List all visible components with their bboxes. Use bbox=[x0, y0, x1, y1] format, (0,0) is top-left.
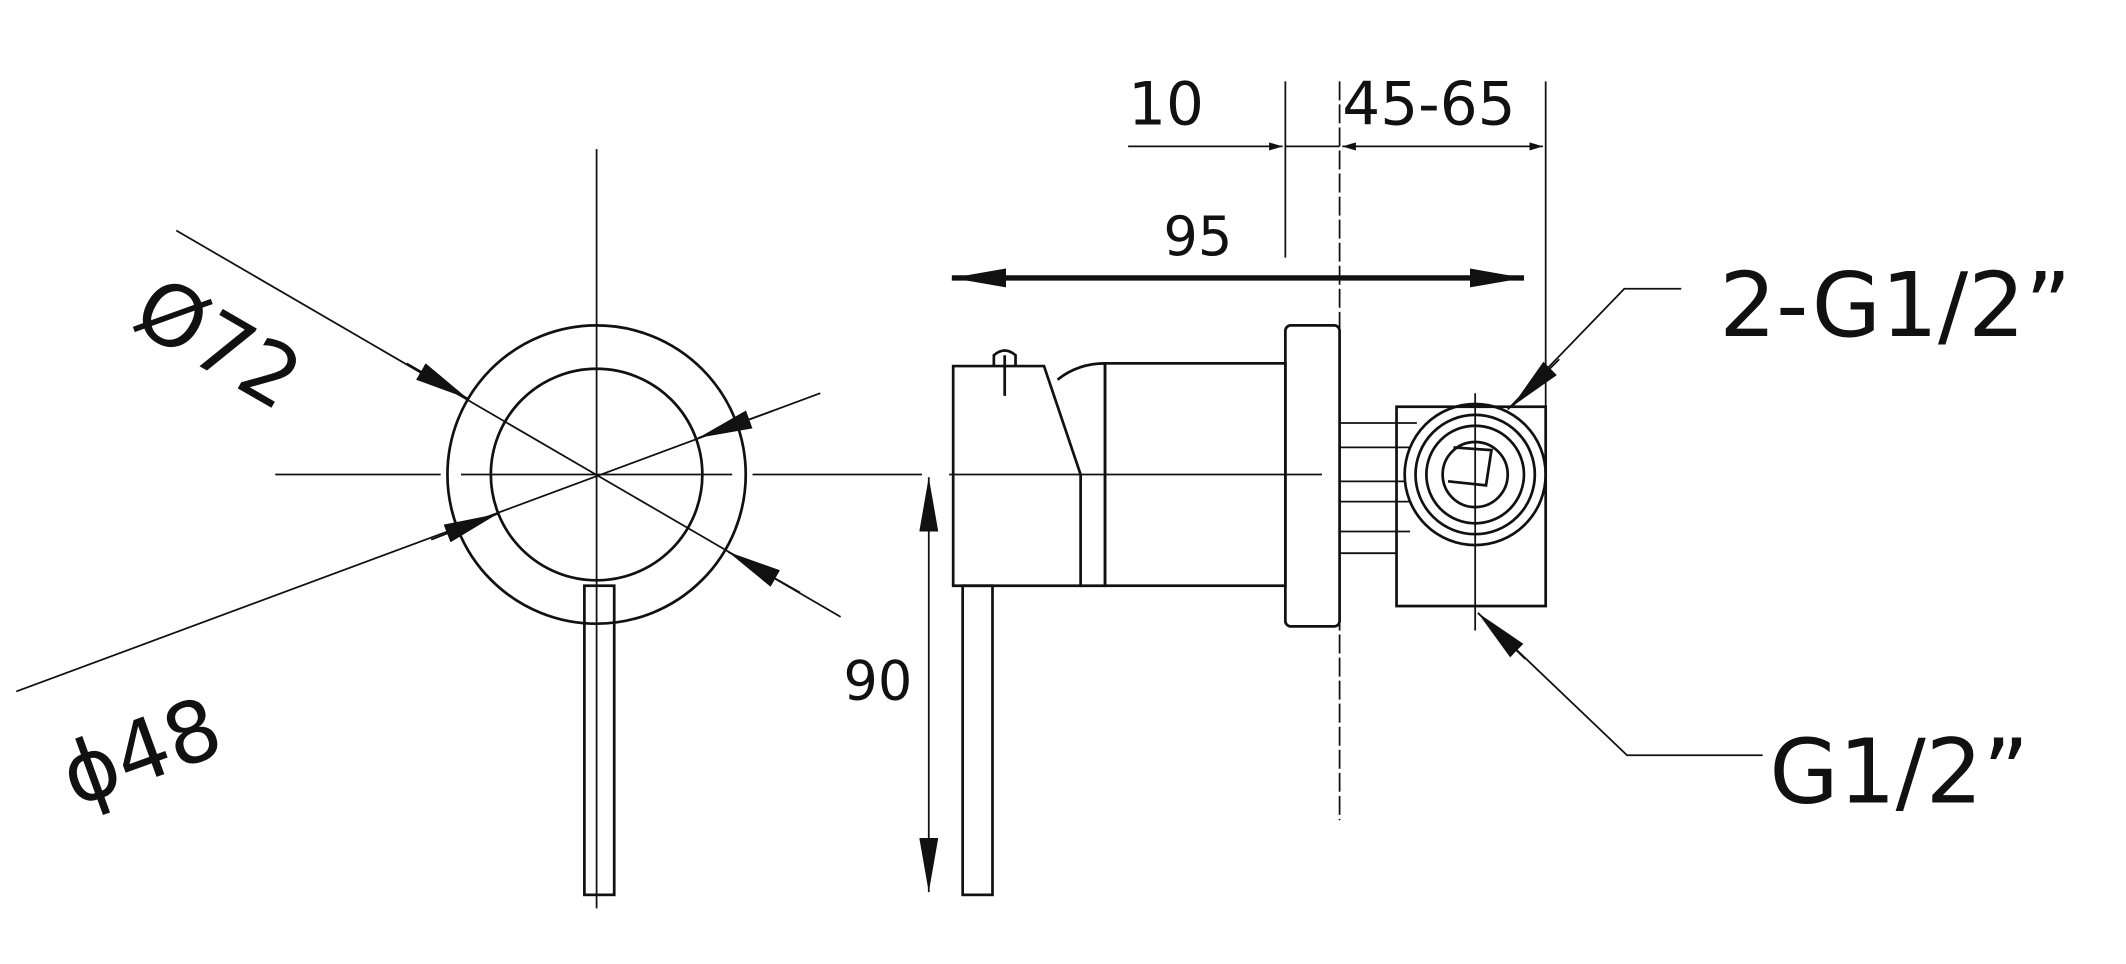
dim-72-arrow-b bbox=[727, 551, 801, 594]
cover-plate bbox=[1284, 324, 1341, 628]
dim-72-label: Ø72 bbox=[119, 258, 318, 429]
outlet-label: 2-G1/2” bbox=[1719, 254, 2071, 358]
inlet-leader bbox=[1477, 612, 1763, 757]
inner-handle-circle bbox=[489, 367, 704, 582]
handle-body bbox=[951, 364, 1082, 588]
cartridge-lines bbox=[1339, 422, 1417, 555]
dim-48-label: ϕ48 bbox=[48, 678, 234, 826]
outlet-leader bbox=[1507, 287, 1682, 411]
dim-95-label: 95 bbox=[1163, 205, 1232, 268]
dim-45-65-label: 45-65 bbox=[1342, 71, 1515, 140]
bore-detail bbox=[1447, 446, 1494, 487]
side-view: 10 45-65 95 90 2-G1/2” G1/2” bbox=[843, 71, 2071, 897]
inlet-label: G1/2” bbox=[1769, 721, 2029, 825]
dim-48-line bbox=[15, 392, 821, 693]
valve-housing bbox=[1395, 405, 1548, 608]
dim-10-label: 10 bbox=[1128, 71, 1204, 140]
front-lever bbox=[583, 584, 616, 897]
outer-cover-plate-circle bbox=[446, 324, 748, 626]
inlet-leader-arrow bbox=[1477, 612, 1526, 660]
side-lever bbox=[961, 584, 994, 897]
dim-72-arrow-a bbox=[406, 362, 469, 400]
dim-48-arrow-b bbox=[697, 409, 774, 439]
front-view: Ø72 ϕ48 bbox=[15, 149, 922, 909]
dim-48-arrow-a bbox=[430, 513, 498, 543]
dim-90-label: 90 bbox=[843, 650, 912, 713]
outlet-leader-arrow bbox=[1511, 358, 1560, 408]
handle-screw bbox=[992, 349, 1017, 396]
